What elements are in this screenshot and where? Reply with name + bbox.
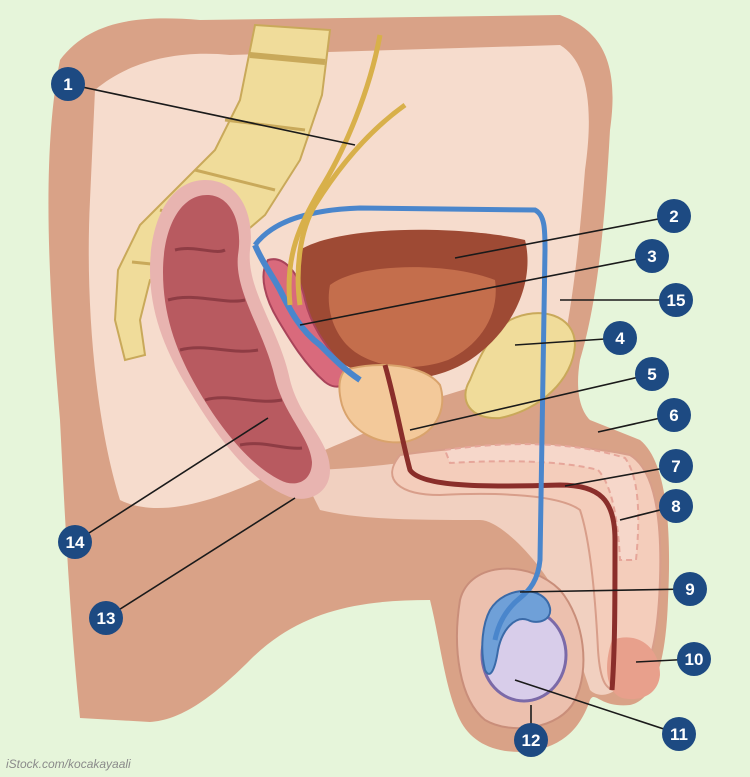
bladder xyxy=(299,229,528,380)
marker-1: 1 xyxy=(51,67,85,101)
marker-2-label: 2 xyxy=(669,207,678,226)
marker-6: 6 xyxy=(657,398,691,432)
marker-9-label: 9 xyxy=(685,580,694,599)
rectum xyxy=(150,180,330,499)
marker-15-label: 15 xyxy=(667,291,686,310)
prostate xyxy=(338,364,444,444)
marker-13-label: 13 xyxy=(97,609,116,628)
marker-5: 5 xyxy=(635,357,669,391)
marker-2: 2 xyxy=(657,199,691,233)
marker-8-label: 8 xyxy=(671,497,680,516)
marker-3: 3 xyxy=(635,239,669,273)
marker-4-label: 4 xyxy=(615,329,625,348)
vas-deferens-loop xyxy=(252,243,362,383)
marker-4: 4 xyxy=(603,321,637,355)
marker-15: 15 xyxy=(659,283,693,317)
marker-12-label: 12 xyxy=(522,731,541,750)
marker-1-label: 1 xyxy=(63,75,72,94)
epididymis xyxy=(481,590,552,675)
marker-14: 14 xyxy=(58,525,92,559)
marker-3-label: 3 xyxy=(647,247,656,266)
marker-14-label: 14 xyxy=(66,533,85,552)
marker-10: 10 xyxy=(677,642,711,676)
vas-deferens xyxy=(253,205,548,641)
urethra xyxy=(382,364,618,691)
watermark: iStock.com/kocakayaali xyxy=(6,757,131,771)
ureter-2 xyxy=(295,102,407,306)
marker-13: 13 xyxy=(89,601,123,635)
marker-11: 11 xyxy=(662,717,696,751)
marker-7: 7 xyxy=(659,449,693,483)
marker-11-label: 11 xyxy=(670,725,688,744)
marker-7-label: 7 xyxy=(671,457,680,476)
marker-10-label: 10 xyxy=(685,650,704,669)
marker-5-label: 5 xyxy=(647,365,656,384)
marker-12: 12 xyxy=(514,723,548,757)
leader-lines xyxy=(67,83,695,740)
marker-8: 8 xyxy=(659,489,693,523)
marker-6-label: 6 xyxy=(669,406,678,425)
ureter xyxy=(286,34,383,306)
marker-9: 9 xyxy=(673,572,707,606)
scrotum xyxy=(456,567,585,730)
